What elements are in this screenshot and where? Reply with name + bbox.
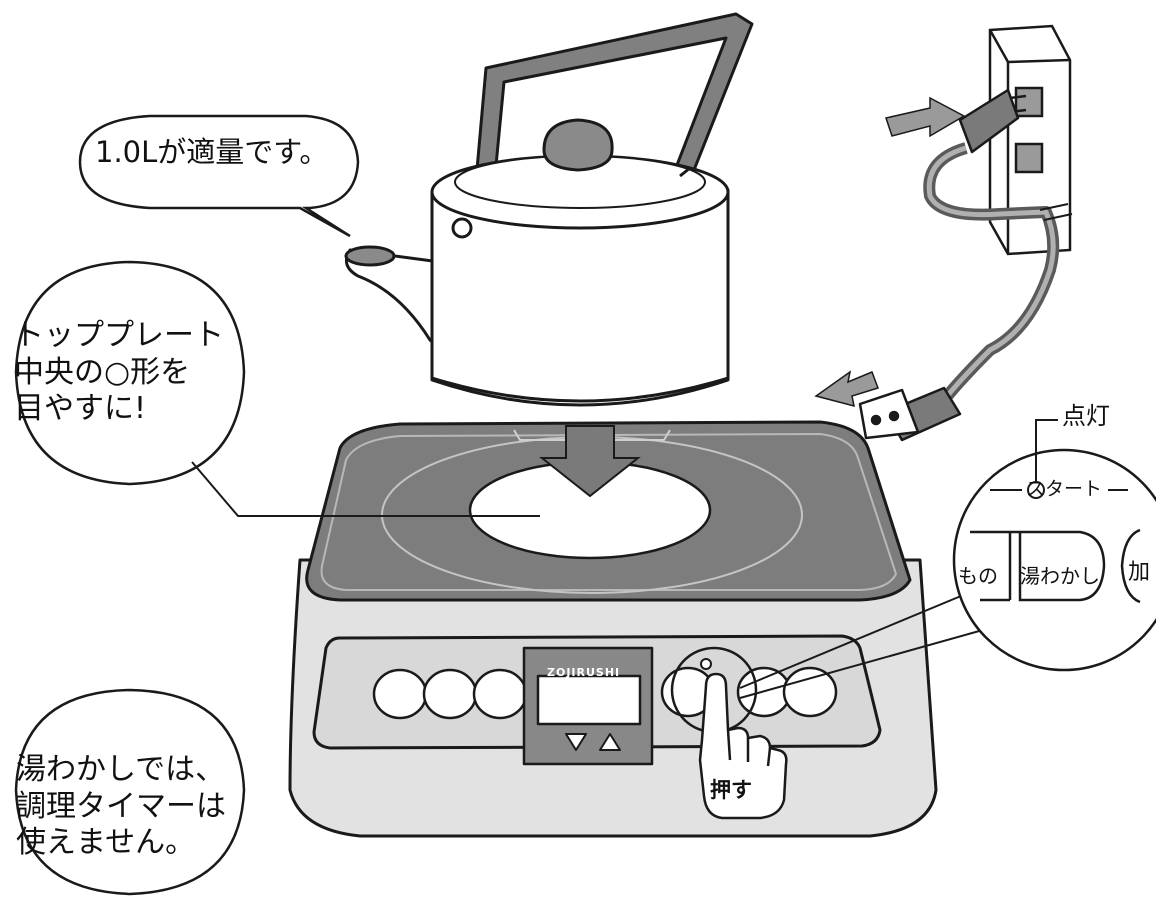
tento-label: 点灯 — [1062, 402, 1110, 430]
bubble-left-line-2: 中央の○形を — [14, 354, 191, 390]
kettle-icon — [344, 12, 754, 407]
bubble-bottom-line-1: 湯わかしでは、 — [16, 752, 226, 787]
bubble-left-line-3: 目やすに! — [14, 391, 147, 427]
bubble-top — [78, 114, 360, 238]
bubble-left — [14, 260, 540, 517]
arrow-to-outlet-icon — [885, 96, 966, 138]
bubble-bottom-line-3: 使えません。 — [16, 825, 196, 861]
hand-pointer-icon — [698, 672, 788, 820]
bubble-bottom-text: 湯わかしでは、 調理タイマーは 使えません。 — [16, 752, 226, 862]
brand-label: ZOJIRUSHI — [547, 666, 621, 679]
down-arrow-icon — [539, 425, 641, 498]
kettle-body — [430, 188, 730, 407]
arrow-from-cooker-icon — [814, 370, 879, 408]
bubble-left-text: トッププレート 中央の○形を 目やすに! — [14, 318, 224, 428]
bubble-left-line-1: トッププレート — [14, 318, 224, 353]
kettle-knob — [542, 118, 614, 172]
display-screen — [536, 674, 642, 726]
bubble-bottom — [14, 688, 246, 896]
magnifier-circle-icon — [739, 419, 1156, 699]
timer-up-button — [599, 733, 621, 751]
mono-button-label: もの — [958, 564, 998, 588]
cooktop-icon — [288, 420, 938, 838]
ka-button-label: 加 — [1128, 560, 1151, 585]
bubble-top-text: 1.0Lが適量です。 — [95, 135, 329, 169]
plug-icon — [858, 88, 1060, 442]
outlet-icon — [988, 24, 1072, 256]
start-label: スタート — [1026, 478, 1103, 500]
yuwakashi-button-label: 湯わかし — [1020, 564, 1100, 588]
timer-down-button — [565, 733, 587, 751]
bubble-bottom-line-2: 調理タイマーは — [16, 788, 226, 824]
osu-label: 押す — [710, 778, 752, 802]
